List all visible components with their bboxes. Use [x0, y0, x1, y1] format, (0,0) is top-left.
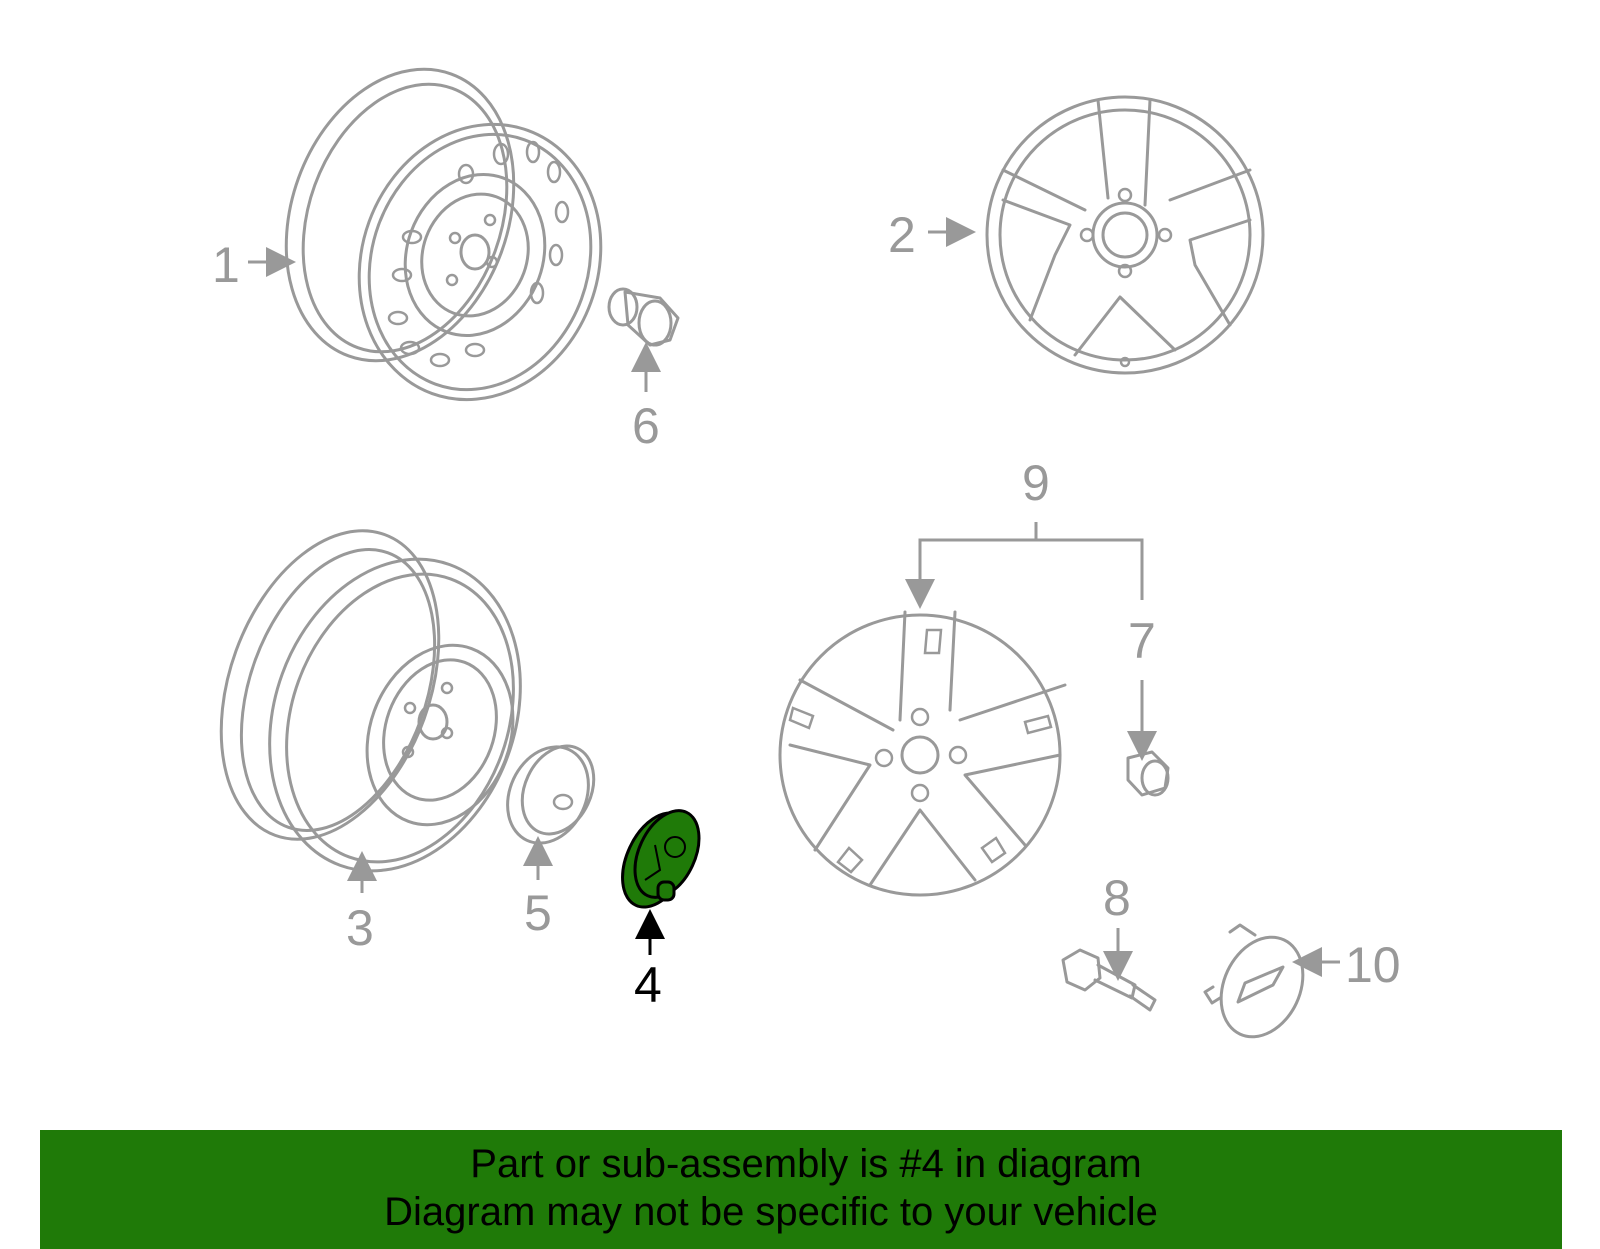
callout-5: 5 [524, 885, 552, 941]
callout-9: 9 [1022, 455, 1050, 511]
alloy-wheel-part-2[interactable] [985, 95, 1265, 375]
steel-wheel-part-1[interactable] [247, 37, 639, 434]
callout-1: 1 [212, 237, 240, 293]
callout-6: 6 [632, 398, 660, 454]
callout-3: 3 [346, 900, 374, 956]
banner-line-1: Part or sub-assembly is #4 in diagram [470, 1142, 1142, 1186]
callout-4: 4 [634, 957, 662, 1013]
callout-8: 8 [1103, 870, 1131, 926]
callout-2: 2 [888, 207, 916, 263]
center-cap-part-4-highlighted[interactable] [609, 800, 712, 918]
alloy-wheel-part-9[interactable] [778, 610, 1067, 897]
callout-10: 10 [1345, 937, 1401, 993]
lug-nut-part-7[interactable] [1126, 750, 1170, 797]
callout-7: 7 [1128, 613, 1156, 669]
center-cap-part-10[interactable] [1203, 923, 1318, 1050]
spare-wheel-part-3[interactable] [181, 500, 562, 906]
lug-nut-part-6[interactable] [607, 287, 680, 347]
banner-line-2: Diagram may not be specific to your vehi… [384, 1190, 1158, 1234]
info-banner: Part or sub-assembly is #4 in diagram Di… [40, 1130, 1562, 1249]
valve-stem-part-8[interactable] [1061, 948, 1157, 1012]
bracket-9 [918, 538, 1144, 600]
